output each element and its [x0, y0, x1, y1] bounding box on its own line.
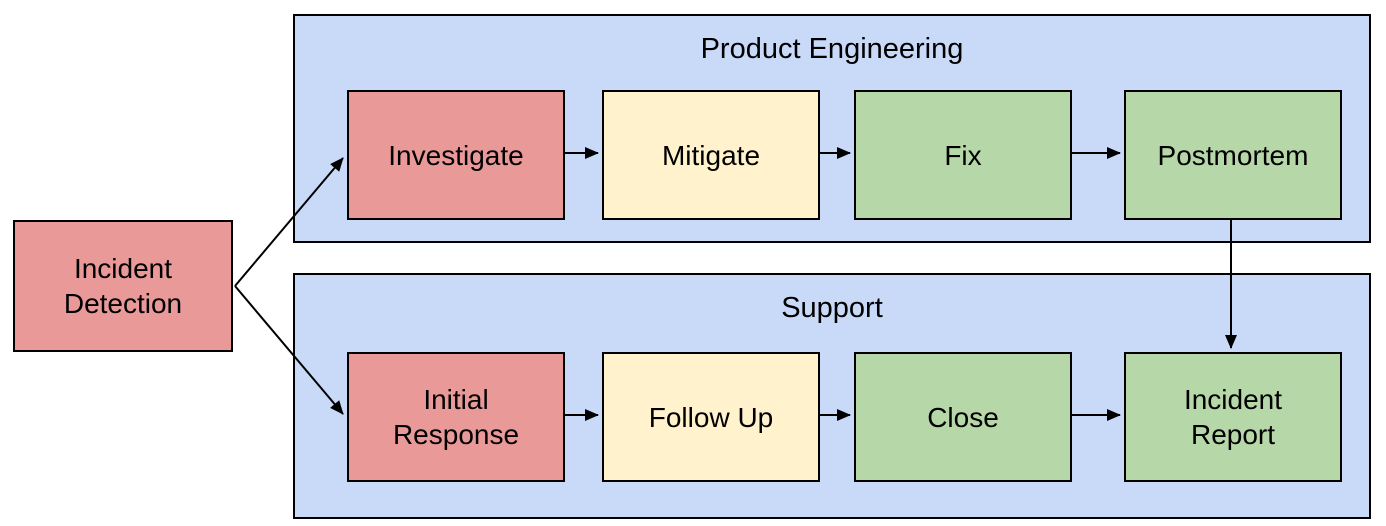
node-mitigate-label: Mitigate — [661, 139, 761, 171]
node-incident-detection: Incident Detection — [13, 220, 233, 352]
node-postmortem-label: Postmortem — [1157, 139, 1309, 171]
node-mitigate: Mitigate — [602, 90, 820, 220]
node-follow-up-label: Follow Up — [648, 401, 774, 433]
node-postmortem: Postmortem — [1124, 90, 1342, 220]
node-initial-response: Initial Response — [347, 352, 565, 482]
node-fix: Fix — [854, 90, 1072, 220]
lane-product-engineering: Product Engineering Investigate Mitigate… — [293, 14, 1371, 243]
node-incident-detection-label: Incident Detection — [63, 253, 183, 319]
node-incident-report: Incident Report — [1124, 352, 1342, 482]
lane-product-engineering-title: Product Engineering — [700, 33, 964, 65]
node-incident-report-label: Incident Report — [1183, 384, 1283, 450]
node-close: Close — [854, 352, 1072, 482]
node-close-label: Close — [927, 401, 999, 433]
node-investigate: Investigate — [347, 90, 565, 220]
node-follow-up: Follow Up — [602, 352, 820, 482]
lane-support: Support Initial Response Follow Up Close… — [293, 273, 1371, 519]
lane-support-title: Support — [781, 292, 883, 324]
node-initial-response-label: Initial Response — [392, 384, 520, 450]
node-fix-label: Fix — [944, 139, 982, 171]
node-investigate-label: Investigate — [388, 139, 524, 171]
